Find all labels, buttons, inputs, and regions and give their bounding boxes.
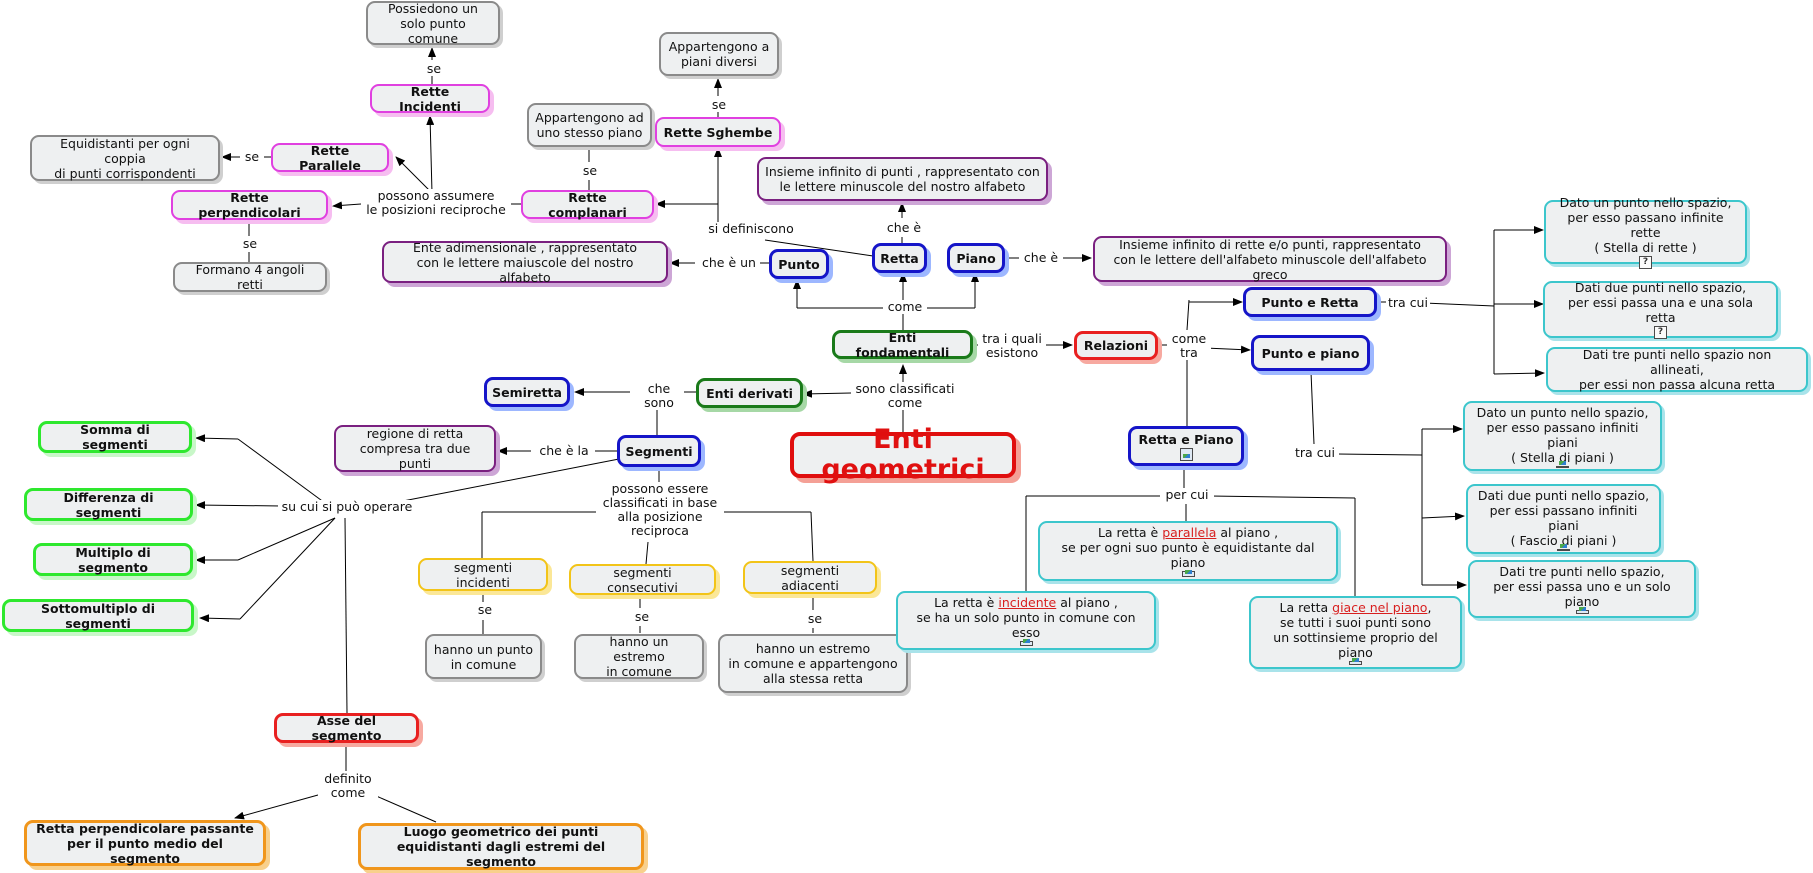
segmenti-node[interactable]: Segmenti — [617, 435, 701, 467]
punto-piano-fact-3-text: Dati tre punti nello spazio, per essi pa… — [1493, 564, 1671, 609]
retta-parallela-node: La retta è parallela al piano , se per o… — [1038, 521, 1338, 581]
link-se-sghembe: se — [707, 98, 731, 112]
piano-node[interactable]: Piano — [947, 243, 1005, 273]
rette-incidenti-description: Possiedono un solo punto comune — [366, 1, 500, 46]
link-si-definiscono: si definiscono — [706, 222, 796, 236]
retta-description: Insieme infinito di punti , rappresentat… — [757, 157, 1048, 201]
link-tra-i-quali-esistono: tra i quali esistono — [978, 332, 1046, 360]
link-se-perpendicolari: se — [238, 237, 262, 251]
punto-piano-fact-2: Dati due punti nello spazio, per essi pa… — [1466, 484, 1661, 554]
rette-sghembe-description: Appartengono a piani diversi — [659, 32, 779, 76]
retta-incidente-node: La retta è incidente al piano , se ha un… — [896, 591, 1156, 650]
image-icon[interactable] — [1181, 570, 1195, 577]
link-se-parallele: se — [240, 150, 264, 164]
link-su-cui-si-puo-operare: su cui si può operare — [278, 500, 416, 514]
punto-retta-fact-2: Dati due punti nello spazio, per essi pa… — [1543, 280, 1778, 339]
link-come-tra: come tra — [1167, 332, 1211, 360]
asse-segmento-node[interactable]: Asse del segmento — [274, 713, 419, 743]
asse-definizione-2: Luogo geometrico dei punti equidistanti … — [358, 823, 644, 870]
differenza-segmenti-node[interactable]: Differenza di segmenti — [24, 488, 193, 521]
image-icon[interactable] — [1556, 460, 1569, 468]
link-che-sono: che sono — [637, 382, 681, 410]
segmenti-incidenti-node[interactable]: segmenti incidenti — [418, 558, 548, 591]
image-icon[interactable] — [1349, 658, 1362, 665]
rette-perpendicolari-description: Formano 4 angoli retti — [173, 262, 327, 292]
link-come: come — [883, 300, 927, 314]
retta-giace-node: La retta giace nel piano, se tutti i suo… — [1249, 596, 1462, 669]
asse-definizione-1: Retta perpendicolare passante per il pun… — [24, 820, 266, 866]
link-tra-cui-piano: tra cui — [1291, 446, 1339, 460]
giace-link[interactable]: giace nel piano — [1332, 600, 1428, 615]
link-tra-cui-retta: tra cui — [1386, 296, 1430, 310]
link-definito-come: definito come — [318, 772, 378, 800]
enti-derivati-node[interactable]: Enti derivati — [696, 378, 803, 408]
image-icon[interactable] — [1019, 639, 1033, 646]
segmenti-adiacenti-description: hanno un estremo in comune e appartengon… — [718, 634, 908, 693]
link-se-seg-adiacenti: se — [803, 612, 827, 626]
punto-node[interactable]: Punto — [769, 249, 829, 279]
punto-description: Ente adimensionale , rappresentato con l… — [382, 240, 668, 285]
rette-sghembe-node[interactable]: Rette Sghembe — [655, 117, 781, 147]
help-icon[interactable]: ? — [1654, 326, 1667, 339]
somma-segmenti-node[interactable]: Somma di segmenti — [38, 421, 192, 453]
image-icon[interactable] — [1179, 447, 1193, 461]
punto-retta-fact-1-text: Dato un punto nello spazio, per esso pas… — [1559, 195, 1732, 255]
punto-retta-fact-1: Dato un punto nello spazio, per esso pas… — [1544, 195, 1747, 269]
retta-e-piano-label: Retta e Piano — [1138, 431, 1234, 447]
segmenti-incidenti-description: hanno un punto in comune — [425, 634, 542, 679]
rette-incidenti-node[interactable]: Rette Incidenti — [370, 84, 490, 114]
segmenti-adiacenti-node[interactable]: segmenti adiacenti — [743, 561, 877, 594]
rette-perpendicolari-node[interactable]: Rette perpendicolari — [171, 190, 328, 220]
punto-piano-fact-2-text: Dati due punti nello spazio, per essi pa… — [1477, 487, 1650, 548]
retta-giace-text: La retta giace nel piano, se tutti i suo… — [1273, 600, 1438, 660]
rette-complanari-node[interactable]: Rette complanari — [521, 190, 654, 220]
link-che-e-la: che è la — [533, 444, 595, 458]
link-per-cui: per cui — [1160, 488, 1214, 502]
piano-description: Insieme infinito di rette e/o punti, rap… — [1093, 236, 1447, 282]
punto-piano-fact-1-text: Dato un punto nello spazio, per esso pas… — [1476, 404, 1649, 465]
relazioni-node[interactable]: Relazioni — [1074, 331, 1158, 360]
punto-piano-fact-1: Dato un punto nello spazio, per esso pas… — [1463, 401, 1662, 471]
enti-fondamentali-node[interactable]: Enti fondamentali — [832, 330, 973, 360]
link-che-e-piano: che è — [1019, 251, 1063, 265]
retta-incidente-text: La retta è incidente al piano , se ha un… — [916, 595, 1136, 640]
help-icon[interactable]: ? — [1639, 256, 1652, 269]
link-se-incidenti: se — [422, 62, 446, 76]
punto-e-retta-node[interactable]: Punto e Retta — [1243, 287, 1377, 317]
link-sono-classificati-come: sono classificati come — [851, 382, 959, 410]
link-che-e-retta: che è — [881, 221, 927, 235]
rette-parallele-description: Equidistanti per ogni coppia di punti co… — [30, 135, 220, 181]
punto-retta-fact-2-text: Dati due punti nello spazio, per essi pa… — [1567, 280, 1754, 325]
link-se-seg-incidenti: se — [473, 603, 497, 617]
enti-geometrici-node[interactable]: Enti geometrici — [790, 425, 1016, 485]
segmenti-description: regione di retta compresa tra due punti — [334, 425, 496, 472]
link-se-complanari: se — [578, 164, 602, 178]
punto-piano-fact-3: Dati tre punti nello spazio, per essi pa… — [1468, 560, 1696, 618]
segmenti-consecutivi-description: hanno un estremo in comune — [574, 634, 704, 679]
punto-e-piano-node[interactable]: Punto e piano — [1251, 335, 1370, 371]
sottomultiplo-segmenti-node[interactable]: Sottomultiplo di segmenti — [2, 599, 194, 632]
retta-node[interactable]: Retta — [872, 243, 927, 273]
incidente-link[interactable]: incidente — [998, 595, 1057, 610]
multiplo-segmento-node[interactable]: Multiplo di segmento — [33, 543, 193, 576]
link-possono-essere-classificati: possono essere classificati in base alla… — [596, 482, 724, 538]
segmenti-consecutivi-node[interactable]: segmenti consecutivi — [569, 564, 716, 595]
image-icon[interactable] — [1575, 607, 1589, 614]
link-se-seg-consecutivi: se — [630, 610, 654, 624]
image-icon[interactable] — [1557, 543, 1570, 551]
retta-parallela-text: La retta è parallela al piano , se per o… — [1061, 525, 1315, 570]
semiretta-node[interactable]: Semiretta — [484, 377, 570, 407]
link-possono-assumere: possono assumere le posizioni reciproche — [361, 189, 511, 217]
retta-e-piano-node[interactable]: Retta e Piano — [1128, 426, 1244, 466]
parallela-link[interactable]: parallela — [1162, 525, 1217, 540]
link-che-e-un: che è un — [698, 256, 760, 270]
punto-retta-fact-3: Dati tre punti nello spazio non allineat… — [1546, 347, 1808, 392]
rette-complanari-description: Appartengono ad uno stesso piano — [527, 103, 652, 147]
rette-parallele-node[interactable]: Rette Parallele — [271, 143, 389, 173]
